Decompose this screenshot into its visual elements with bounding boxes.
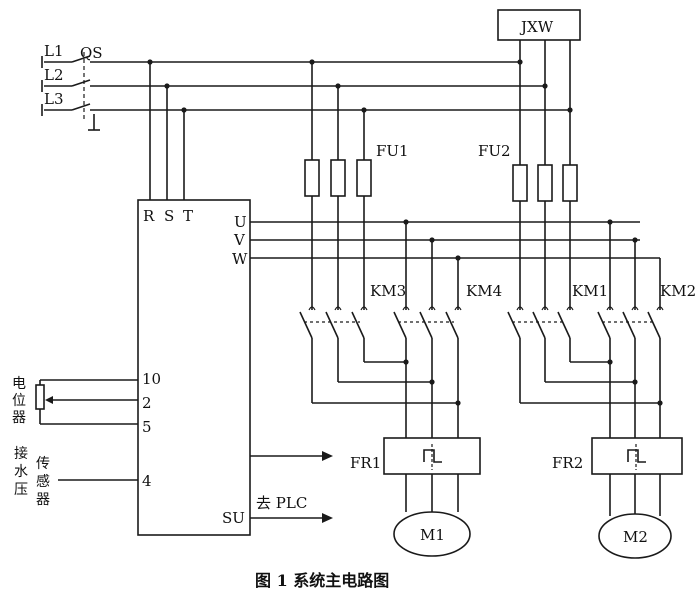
- motor-m2: M2: [598, 513, 672, 559]
- potentiometer: 电 位 器: [12, 376, 138, 426]
- label-terminal-5: 5: [142, 418, 152, 436]
- label-terminal-10: 10: [142, 370, 161, 388]
- km2-feed: [607, 219, 661, 310]
- label-w: W: [232, 250, 248, 268]
- contact-km2-1: [597, 306, 614, 339]
- label-m2: M2: [623, 528, 648, 546]
- output-signals: 去 PLC: [250, 451, 333, 523]
- contact-km3-2: [325, 306, 342, 339]
- label-fu1: FU1: [376, 142, 409, 160]
- km4-feed: [403, 219, 461, 310]
- motor2-wiring: [519, 338, 663, 440]
- contact-km3-1: [299, 306, 316, 339]
- contact-km1-2: [532, 306, 549, 339]
- overload-relay-fr2: FR2: [552, 437, 683, 516]
- label-fr2: FR2: [552, 454, 583, 472]
- label-km4: KM4: [466, 282, 502, 300]
- sensor-label-5: 感: [36, 473, 50, 490]
- label-s: S: [164, 207, 174, 225]
- label-fu2: FU2: [478, 142, 511, 160]
- contact-km4-1: [393, 306, 410, 339]
- label-fr1: FR1: [350, 454, 381, 472]
- inverter: R S T U V W 10 2 5 4 SU: [137, 199, 251, 536]
- sensor-label-3: 压: [14, 482, 28, 498]
- contact-km4-3: [445, 306, 462, 339]
- label-km1: KM1: [572, 282, 608, 300]
- label-plc: 去 PLC: [256, 494, 307, 512]
- label-v: V: [233, 231, 246, 249]
- label-r: R: [143, 207, 155, 225]
- figure-caption: 图 1 系统主电路图: [255, 571, 389, 590]
- pot-label-1: 电: [12, 376, 26, 392]
- contact-km4-2: [419, 306, 436, 339]
- contact-km1-3: [557, 306, 574, 339]
- contact-km3-3: [351, 306, 368, 339]
- label-jxw: JXW: [519, 18, 554, 36]
- power-input: L1 L2 L3 QS: [41, 42, 103, 131]
- sensor-label-6: 器: [36, 492, 50, 508]
- overload-relay-fr1: FR1: [350, 437, 481, 512]
- contactor-contacts: [299, 306, 664, 339]
- label-km3: KM3: [370, 282, 406, 300]
- label-km2: KM2: [660, 282, 696, 300]
- label-su: SU: [222, 509, 245, 527]
- label-qs: QS: [80, 44, 103, 62]
- motor1-wiring: [311, 338, 461, 440]
- label-l1: L1: [44, 42, 64, 60]
- fuse-fu1: FU1: [304, 59, 409, 310]
- label-l2: L2: [44, 66, 64, 84]
- contact-km2-2: [622, 306, 639, 339]
- pot-label-2: 位: [12, 393, 26, 409]
- sensor-label-4: 传: [36, 456, 50, 472]
- label-t: T: [183, 207, 193, 225]
- sensor-label-1: 接: [14, 445, 28, 462]
- sensor-label-2: 水: [14, 464, 28, 480]
- motor-m1: M1: [393, 511, 471, 557]
- inverter-feed: [147, 59, 187, 200]
- pressure-sensor: 接 水 压 传 感 器: [14, 445, 138, 508]
- label-terminal-4: 4: [142, 472, 152, 490]
- label-m1: M1: [420, 526, 445, 544]
- fuse-fu2: JXW FU2: [478, 9, 581, 310]
- pot-label-3: 器: [12, 410, 26, 426]
- label-l3: L3: [44, 90, 64, 108]
- label-terminal-2: 2: [142, 394, 152, 412]
- power-bus: [90, 61, 570, 111]
- output-bus: [250, 221, 660, 259]
- contact-km1-1: [507, 306, 524, 339]
- label-u: U: [234, 213, 247, 231]
- contact-km2-3: [647, 306, 664, 339]
